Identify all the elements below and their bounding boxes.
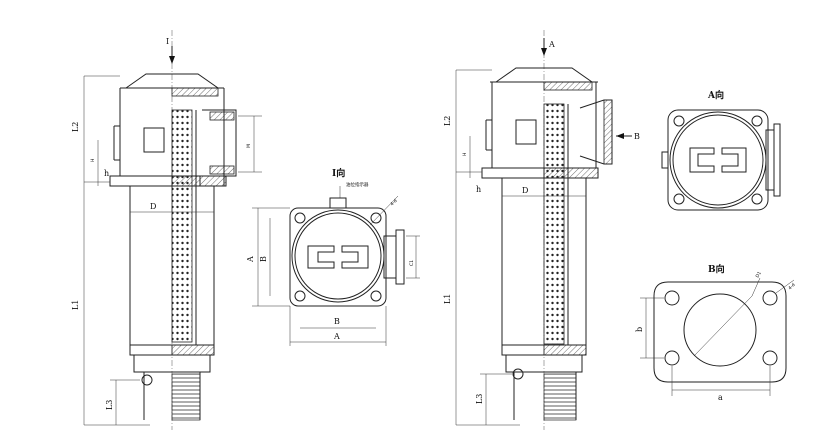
view-A-plan: A向	[661, 89, 781, 211]
view-B-bolt-1	[664, 290, 680, 306]
view-A-bolt-2	[751, 115, 763, 127]
view-I-bolt-4	[370, 290, 382, 302]
left-drain-plug	[141, 374, 153, 386]
left-window	[143, 127, 165, 153]
left-body-tube	[129, 186, 215, 345]
view-B-D1-line	[693, 295, 753, 357]
view-I-body-inner	[294, 212, 382, 300]
right-cap-section	[543, 81, 593, 91]
view-I-plan: I向 油位指示器 4-d A B B A	[246, 167, 420, 346]
left-filter-elevation: I L2 L1 H	[71, 30, 262, 430]
view-A-title: A向	[707, 89, 724, 101]
view-I-dim-A-v: A	[246, 256, 255, 263]
view-A-bolt-4	[751, 193, 763, 205]
view-I-logo-left	[307, 245, 335, 269]
left-dim-D: D	[150, 202, 156, 211]
left-dim-L2: L2	[71, 122, 80, 132]
view-I-dim-B-h: B	[334, 317, 340, 326]
section-label-I: I	[166, 37, 169, 46]
view-I-bolt-3	[294, 290, 306, 302]
right-drain-plug	[512, 368, 524, 380]
view-I-dim-4d: 4-d	[389, 198, 399, 208]
view-B-bolt-3	[664, 350, 680, 366]
view-I-title: I向	[332, 167, 345, 179]
right-side-boss	[485, 119, 492, 151]
right-filter-elevation: A B L2 L1 H h	[443, 30, 640, 430]
view-A-body-inner	[672, 114, 764, 206]
left-bottom-section	[171, 344, 215, 356]
view-I-body-outer	[291, 209, 385, 303]
right-dim-H: H	[462, 153, 468, 156]
right-upper-housing	[491, 82, 597, 168]
right-window	[515, 119, 537, 145]
view-B-title: B向	[708, 263, 725, 275]
view-I-bolt-2	[370, 212, 382, 224]
view-A-bolt-1	[673, 115, 685, 127]
right-inlet-ribs	[543, 373, 577, 421]
view-A-indicator	[661, 151, 669, 169]
right-perforated-element	[543, 103, 565, 345]
left-outlet-section-bottom	[209, 165, 235, 175]
view-B-D1-leader	[751, 277, 761, 297]
left-side-boss	[113, 125, 120, 161]
side-arrow-B-head	[616, 133, 624, 139]
right-dim-L1: L1	[443, 294, 452, 304]
view-A-body-outer	[669, 111, 767, 209]
left-outlet-section-top	[209, 111, 235, 121]
view-A-outlet-flange	[765, 129, 775, 191]
view-B-flange-outline	[653, 281, 787, 383]
side-label-B: B	[634, 132, 640, 141]
view-I-indicator	[329, 197, 347, 209]
view-B-dim-b: b	[635, 327, 644, 332]
view-B-bolt-2	[762, 290, 778, 306]
right-body-tube	[501, 178, 587, 345]
view-A-logo-left	[689, 147, 715, 173]
left-dim-L3: L3	[105, 400, 114, 410]
right-dim-D: D	[522, 186, 528, 195]
view-I-dim-B-v: B	[259, 256, 268, 262]
left-dim-M: M	[246, 144, 252, 148]
view-A-logo-right	[721, 147, 747, 173]
view-I-flange	[289, 207, 387, 307]
section-arrow-I-head	[169, 56, 175, 64]
view-B-flange: B向 D1 4-d b a	[635, 263, 797, 402]
right-lower-body	[505, 355, 583, 373]
left-dim-H: H	[90, 159, 96, 162]
left-dim-h: h	[104, 169, 109, 178]
view-B-dim-4d: 4-d	[787, 282, 797, 292]
view-I-dim-C1: C1	[409, 260, 415, 266]
view-A-outlet-face	[773, 123, 781, 197]
view-B-bore	[683, 293, 757, 367]
view-B-dim-D1: D1	[755, 270, 763, 279]
view-I-note: 油位指示器	[346, 181, 369, 188]
left-dim-L1: L1	[71, 300, 80, 310]
view-I-dim-A-h: A	[333, 332, 340, 341]
left-inlet-ribs	[171, 373, 201, 421]
right-dim-h: h	[476, 185, 481, 194]
view-A-bolt-3	[673, 193, 685, 205]
view-I-nd-leader	[369, 195, 399, 226]
section-arrow-A-head	[541, 48, 547, 56]
view-I-bolt-1	[294, 212, 306, 224]
view-B-dim-a: a	[718, 393, 723, 402]
right-dim-L2: L2	[443, 116, 452, 126]
left-lower-body	[133, 355, 211, 373]
right-outlet-flange-section	[603, 99, 613, 165]
left-cap-section	[171, 87, 219, 97]
right-bottom-section	[543, 344, 587, 356]
left-upper-housing	[119, 88, 225, 176]
view-B-bolt-4	[762, 350, 778, 366]
left-perforated-element	[171, 109, 193, 343]
view-B-nd-leader	[775, 279, 795, 294]
view-A-flange	[667, 109, 769, 211]
right-dim-L3: L3	[475, 394, 484, 404]
section-label-A: A	[548, 40, 555, 49]
view-I-outlet-face	[395, 229, 405, 285]
view-I-logo-right	[341, 245, 369, 269]
